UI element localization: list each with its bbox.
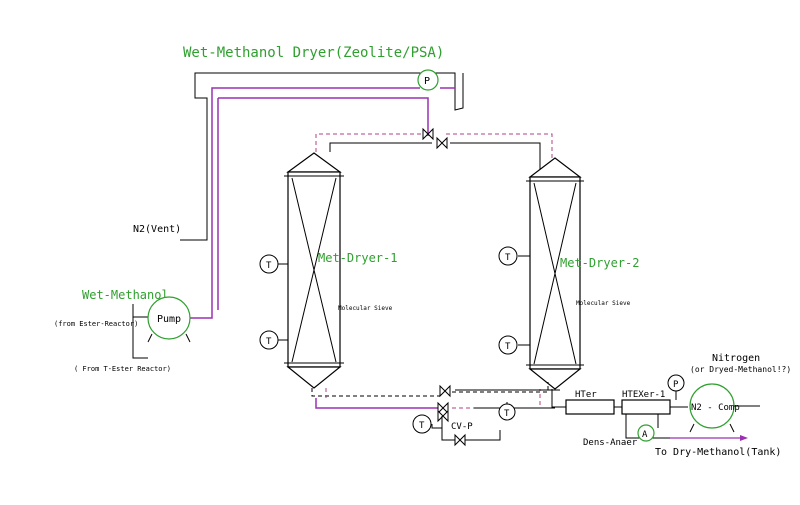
bottom-valve-2[interactable] [437, 401, 449, 415]
svg-text:T: T [504, 409, 510, 419]
dryer-2-sieve-label: Molecular Sieve [576, 300, 631, 307]
hter-label: HTer [575, 390, 597, 400]
feed-pump [147, 296, 191, 343]
svg-text:T: T [419, 421, 425, 431]
svg-text:P: P [424, 76, 430, 87]
top-valve-1[interactable] [422, 127, 434, 141]
header-temp: T [498, 402, 516, 421]
svg-text:T: T [266, 261, 272, 271]
pressure-indicator-top: P [417, 69, 439, 91]
bottom-valve-3[interactable] [437, 409, 449, 423]
nitrogen-label: Nitrogen [712, 353, 760, 364]
top-valve-2[interactable] [436, 136, 448, 150]
feed-inlet-lines [132, 304, 148, 359]
analyzer: A [637, 424, 655, 442]
pump-label: Pump [157, 314, 181, 325]
n2-compressor [689, 383, 760, 433]
svg-text:T: T [505, 342, 511, 352]
dryer-1-label: Met-Dryer-1 [318, 251, 397, 265]
diagram-title: Wet-Methanol Dryer(Zeolite/PSA) [183, 45, 444, 61]
n2-comp-label: N2 - Comp [691, 403, 740, 413]
cvp-valve[interactable] [454, 433, 466, 447]
vent-line [180, 72, 464, 241]
hter-box [565, 399, 615, 415]
svg-text:T: T [505, 253, 511, 263]
cvp-label: CV-P [451, 422, 473, 432]
bottom-valve-1[interactable] [439, 384, 451, 398]
dryer-2-temp-upper: T [498, 246, 530, 266]
dryer-1-temp-upper: T [259, 254, 288, 274]
nitrogen-alt-label: (or Dryed-Methanol!?) [690, 365, 791, 374]
outlet-arrow [740, 435, 748, 441]
dens-anaer-label: Dens-Anaer [583, 438, 638, 448]
dryer-2-temp-lower: T [498, 335, 530, 355]
to-dry-methanol-label: To Dry-Methanol(Tank) [655, 447, 781, 458]
from-t-ester-reactor-label: ( From T-Ester Reactor) [74, 365, 171, 373]
svg-text:T: T [266, 337, 272, 347]
top-header [315, 133, 553, 170]
bottom-header [311, 382, 566, 409]
feed-line-purple [190, 87, 455, 319]
svg-text:P: P [673, 380, 679, 390]
pressure-indicator-bottom: P [667, 374, 685, 400]
htexer-label: HTEXer-1 [622, 390, 665, 400]
dryer-2-label: Met-Dryer-2 [560, 256, 639, 270]
dryer-1-temp-lower: T [259, 330, 288, 350]
n2-vent-label: N2(Vent) [133, 224, 181, 235]
dryer-2-vessel [526, 157, 584, 390]
cvp-line: T [412, 414, 501, 441]
from-ester-reactor-label: (from Ester-Reactor) [54, 320, 138, 328]
dryer-1-sieve-label: Molecular Sieve [338, 305, 393, 312]
dryer-1-vessel [284, 152, 344, 389]
svg-text:A: A [642, 430, 648, 440]
wet-methanol-label: Wet-Methanol [82, 288, 169, 302]
